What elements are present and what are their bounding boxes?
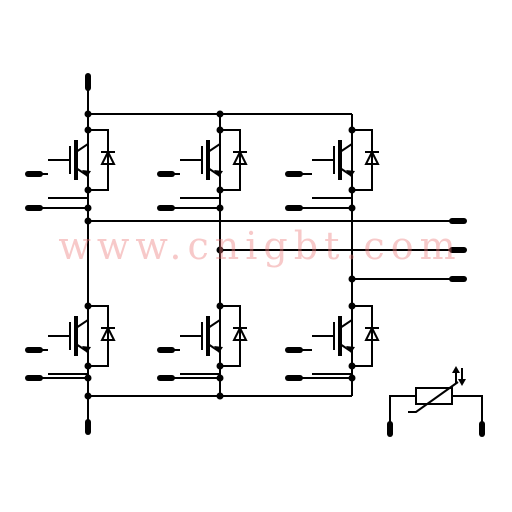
igbt-upper-leg-1: [25, 128, 117, 211]
igbt-lower-leg-3: [285, 304, 381, 381]
igbt-lower-leg-1: [25, 304, 117, 381]
igbt-upper-leg-2: [157, 128, 249, 211]
ntc-thermistor: [387, 366, 485, 437]
dc-bus-positive: [85, 73, 352, 115]
igbt-lower-leg-2: [157, 304, 249, 381]
igbt-upper-leg-3: [285, 128, 381, 211]
phase-output-1: [84, 217, 467, 225]
dc-bus-negative: [85, 395, 352, 435]
temperature-arrows-icon: [452, 366, 466, 386]
junction-dots: [84, 110, 356, 400]
phase-output-2: [216, 246, 467, 254]
phase-output-3: [348, 275, 467, 283]
